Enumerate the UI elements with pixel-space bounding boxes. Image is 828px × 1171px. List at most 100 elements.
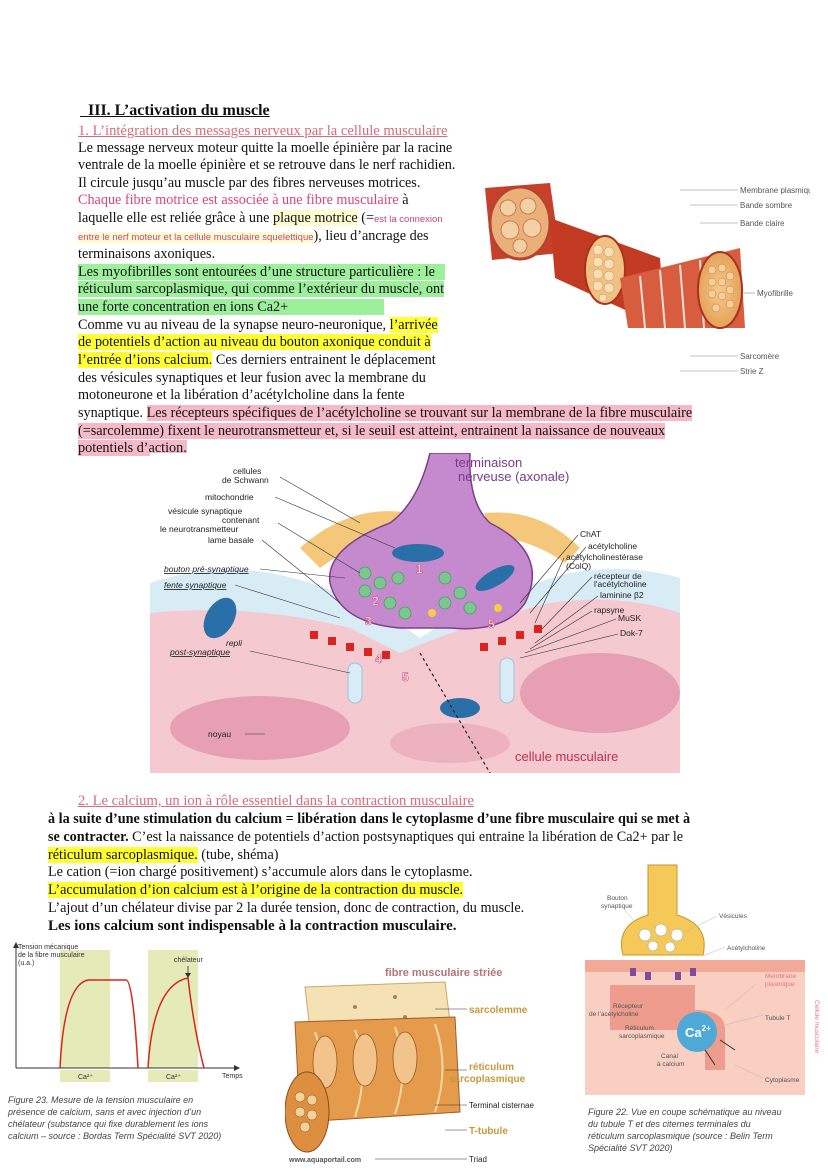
text-line: ventrale de la moelle épinière et se ret… <box>78 157 456 173</box>
fiber-label: T-tubule <box>469 1126 508 1137</box>
synapse-label: laminine β2 <box>600 590 644 600</box>
text-line: terminaisons axoniques. <box>78 246 216 262</box>
text-span: réticulum sarcoplasmique, qui comme l’ex… <box>78 281 445 297</box>
text-line: Le message nerveux moteur quitte la moel… <box>78 140 453 156</box>
text-line: synaptique. Les récepteurs spécifiques d… <box>78 405 693 422</box>
tension-curve-calcium <box>59 979 139 1069</box>
text-line: de potentiels d’action au niveau du bout… <box>78 334 431 351</box>
section-title: III. L’activation du muscle <box>80 102 270 119</box>
tubule-label: Acétylcholine <box>727 945 766 952</box>
muscle-structure-figure: Membrane plasmique Bande sombre Bande cl… <box>485 183 810 376</box>
tubule-label: Cytoplasme <box>765 1077 800 1084</box>
tubule-label: sarcoplasmique <box>619 1033 665 1040</box>
caption-line: Spécialité SVT 2020) <box>588 1143 673 1153</box>
step-number: 3 <box>365 614 372 628</box>
caption-line: Figure 22. Vue en coupe schématique au n… <box>588 1107 782 1117</box>
fiber-source: www.aquaportail.com <box>288 1157 361 1164</box>
text-span: C’est la naissance de potentiels d’actio… <box>128 829 684 845</box>
text-line: (=sarcolemme) fixent le neurotransmetteu… <box>78 423 666 440</box>
muscle-cell-label: cellule musculaire <box>515 749 618 764</box>
section-title-text: III. L’activation du muscle <box>88 102 270 119</box>
text-span: Il circule jusqu’au muscle par <box>78 175 251 191</box>
calcium-superscript: 2+ <box>702 1024 711 1033</box>
text-span: réticulum sarcoplasmique. <box>48 847 198 863</box>
text-span: (=sarcolemme) fixent le neurotransmetteu… <box>78 423 666 439</box>
synapse-label: acétylcholine <box>588 541 637 551</box>
synapse-label: bouton pré-synaptique <box>164 564 249 574</box>
calcium-label: Ca²⁺ <box>78 1074 93 1081</box>
synapse-label: l'acétylcholine <box>594 579 647 589</box>
tubule-label: Récepteur <box>613 1003 644 1010</box>
tubule-label: Tubule T <box>765 1015 790 1022</box>
figure-22-caption: Figure 22. Vue en coupe schématique au n… <box>588 1106 823 1154</box>
tubule-label: Réticulum <box>625 1025 654 1032</box>
tubule-label: de l’acétylcholine <box>589 1011 639 1018</box>
caption-line: chélateur (substance qui fixe durablemen… <box>8 1119 209 1129</box>
synapse-label: MuSK <box>618 613 641 623</box>
synapse-label: (ColQ) <box>566 561 591 571</box>
step-number: 5' <box>488 617 498 631</box>
chelator-label: chélateur <box>174 957 203 964</box>
synapse-label: le neurotransmetteur <box>160 524 239 534</box>
step-number: 2 <box>372 594 379 608</box>
graph-ylabel: Tension mécanique <box>18 944 78 951</box>
calcium-text: Ca <box>685 1025 702 1040</box>
muscle-label: Sarcomère <box>740 352 780 361</box>
tubule-label: Bouton <box>607 895 628 902</box>
tubule-label: Membrane <box>765 973 796 980</box>
text-span: Les récepteurs spécifiques de l’acétylch… <box>146 405 693 421</box>
text-line: Les myofibrilles sont entourées d’une st… <box>78 264 445 281</box>
synapse-label: contenant <box>222 515 260 525</box>
calcium-label: Ca²⁺ <box>166 1074 181 1081</box>
step-number: 4 <box>375 652 382 666</box>
synapse-label: rapsyne <box>594 605 625 615</box>
text-span: laquelle elle est reliée grâce à une <box>78 210 273 226</box>
text-span: une forte concentration en ions Ca2+ <box>78 299 385 315</box>
text-line: Il circule jusqu’au muscle par des fibre… <box>78 175 420 192</box>
tubule-label: synaptique <box>601 903 633 910</box>
subsection-title-2: 2. Le calcium, un ion à rôle essentiel d… <box>78 793 474 809</box>
text-line: se contracter. C’est la naissance de pot… <box>48 829 683 846</box>
text-line: réticulum sarcoplasmique. (tube, shéma) <box>48 847 278 864</box>
text-span: à <box>398 192 409 208</box>
text-span: entre le nerf moteur et la cellule muscu… <box>78 232 314 243</box>
graph-ylabel: de la fibre musculaire <box>18 952 85 959</box>
mitochondria <box>392 544 444 562</box>
subsection-title-1: 1. L’intégration des messages nerveux pa… <box>78 123 448 139</box>
step-number: 5 <box>402 670 409 684</box>
graph-ylabel: (u.a.) <box>18 960 34 967</box>
text-span: ), lieu d’ancrage des <box>313 228 429 244</box>
text-span: Chaque fibre motrice est associée à une … <box>78 192 399 208</box>
tubule-side-label: Cellule musculaire <box>813 1000 820 1053</box>
fiber-label: sarcolemme <box>469 1005 528 1016</box>
synapse-label: Dok-7 <box>620 628 643 638</box>
striated-fiber-figure: fibre musculaire striée sarcolemme rétic… <box>285 967 534 1164</box>
synapse-label: post-synaptique <box>169 647 230 657</box>
muscle-label: Bande claire <box>740 219 785 228</box>
fiber-label: réticulum <box>469 1062 514 1073</box>
tubule-label: plasmique <box>765 981 795 988</box>
text-span: Les myofibrilles sont entourées d’une st… <box>78 264 445 280</box>
muscle-label: Bande sombre <box>740 201 793 210</box>
synapse-label: mitochondrie <box>205 492 254 502</box>
synapse-title: nerveuse (axonale) <box>458 469 569 484</box>
muscle-label: Membrane plasmique <box>740 186 810 195</box>
text-span: est la connexion <box>373 214 443 225</box>
text-line: Comme vu au niveau de la synapse neuro-n… <box>78 317 438 334</box>
calcium-symbol: Ca2+ <box>685 1024 711 1040</box>
text-line: Le cation (=ion chargé positivement) s’a… <box>48 864 473 880</box>
fiber-label: Triad <box>469 1155 487 1164</box>
text-line: motoneurone et la libération d’acétylcho… <box>78 387 405 403</box>
text-span: se contracter. <box>48 829 129 845</box>
text-line: laquelle elle est reliée grâce à une pla… <box>78 210 443 228</box>
caption-line: du tubule T et des citernes terminales d… <box>588 1119 751 1129</box>
synaptic-bouton <box>621 864 705 956</box>
caption-line: présence de calcium, sans et avec inject… <box>8 1107 202 1117</box>
t-tubule-figure: Ca2+ Bouton synaptique Vésicules Acétylc… <box>585 864 820 1095</box>
figure-23-caption: Figure 23. Mesure de la tension musculai… <box>8 1094 248 1142</box>
text-span: (= <box>357 210 374 226</box>
caption-line: réticulum sarcoplasmique (source : Belin… <box>588 1131 773 1141</box>
synapse-title: terminaison <box>455 455 522 470</box>
synapse-label: repli <box>226 638 243 648</box>
muscle-label: Myofibrille <box>757 289 794 298</box>
